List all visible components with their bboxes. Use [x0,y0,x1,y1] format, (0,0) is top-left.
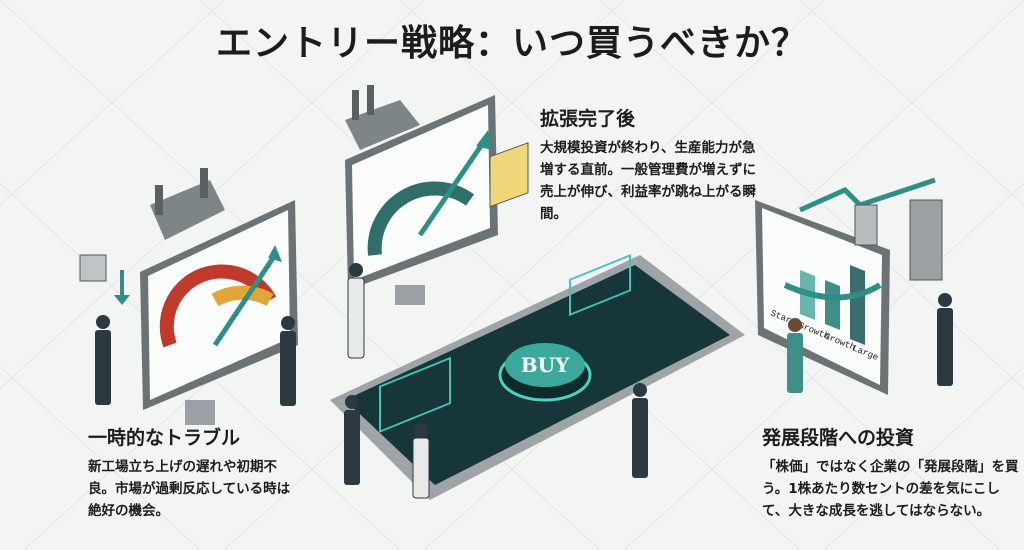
section-heading: 拡張完了後 [540,108,636,130]
page-title: エントリー戦略：いつ買うべきか？ [215,23,808,64]
buy-button[interactable]: BUY [521,353,570,377]
section-after-expansion: 拡張完了後 大規模投資が終わり、生産能力が急増する直前。一般管理費が増えずに売上… [540,104,765,225]
section-heading: 一時的なトラブル [88,427,241,449]
section-body: 「株価」ではなく企業の「発展段階」を買う。1株あたり数セントの差を気にこして、大… [762,459,1019,519]
section-heading: 発展段階への投資 [762,427,915,449]
section-development-stage: 発展段階への投資 「株価」ではなく企業の「発展段階」を買う。1株あたり数セントの… [762,423,1022,522]
people [95,263,953,499]
section-body: 大規模投資が終わり、生産能力が急増する直前。一般管理費が増えずに売上が伸び、利益… [540,140,756,222]
section-body: 新工場立ち上げの遅れや初期不良。市場が過剰反応している時は絶好の機会。 [88,459,291,519]
center-monitor-gauge [345,95,529,305]
left-monitor-gauge [140,200,298,425]
section-temporary-trouble: 一時的なトラブル 新工場立ち上げの遅れや初期不良。市場が過剰反応している時は絶好… [88,423,298,522]
box-down-icon [79,254,130,305]
tablet [330,254,745,500]
factory-icon-2 [345,85,420,150]
right-monitor-stage-chart [755,177,943,395]
factory-icon [150,168,225,240]
